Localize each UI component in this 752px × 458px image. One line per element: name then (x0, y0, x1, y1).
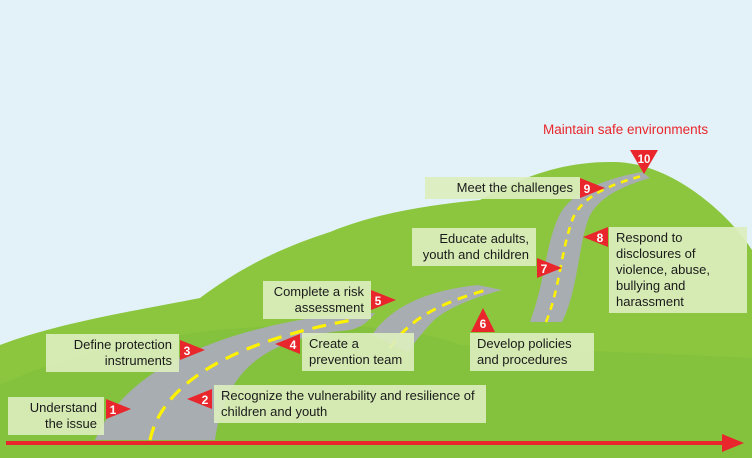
marker-5: 5 (371, 290, 396, 310)
step-9-label: Meet the challenges (425, 177, 580, 199)
step-8-label: Respond to disclosures of violence, abus… (609, 227, 747, 313)
road-segment-3 (530, 172, 650, 322)
marker-4: 4 (275, 334, 300, 354)
step-1-label: Understand the issue (8, 397, 104, 435)
road-centerline-1 (148, 318, 353, 441)
marker-9-label: 9 (584, 182, 591, 196)
marker-8: 8 (583, 227, 608, 247)
road-centerline-3 (544, 173, 647, 323)
step-3-label: Define protection instruments (46, 334, 179, 372)
marker-2: 2 (187, 389, 212, 409)
step-4-label: Create a prevention team (302, 333, 414, 371)
marker-3-label: 3 (184, 344, 191, 358)
marker-7-label: 7 (541, 262, 548, 276)
marker-7: 7 (537, 258, 562, 278)
marker-4-label: 4 (290, 338, 297, 352)
marker-10-label: 10 (638, 154, 651, 166)
timeline-arrow (6, 434, 744, 452)
step-7-label: Educate adults, youth and children (412, 228, 536, 266)
step-6-label: Develop policies and procedures (470, 333, 594, 371)
marker-2-label: 2 (202, 393, 209, 407)
marker-3: 3 (180, 340, 205, 360)
step-5-label: Complete a risk assessment (263, 281, 371, 319)
marker-8-label: 8 (597, 231, 604, 245)
step-2-label: Recognize the vulnerability and resilien… (214, 385, 486, 423)
marker-6: 6 (471, 308, 495, 332)
marker-1: 1 (106, 399, 131, 419)
marker-6-label: 6 (480, 317, 487, 331)
marker-9: 9 (580, 178, 605, 198)
marker-5-label: 5 (375, 294, 382, 308)
marker-10: 10 (630, 150, 658, 174)
goal-title: Maintain safe environments (543, 122, 709, 137)
road-centerline-2 (388, 287, 491, 349)
marker-1-label: 1 (110, 403, 117, 417)
